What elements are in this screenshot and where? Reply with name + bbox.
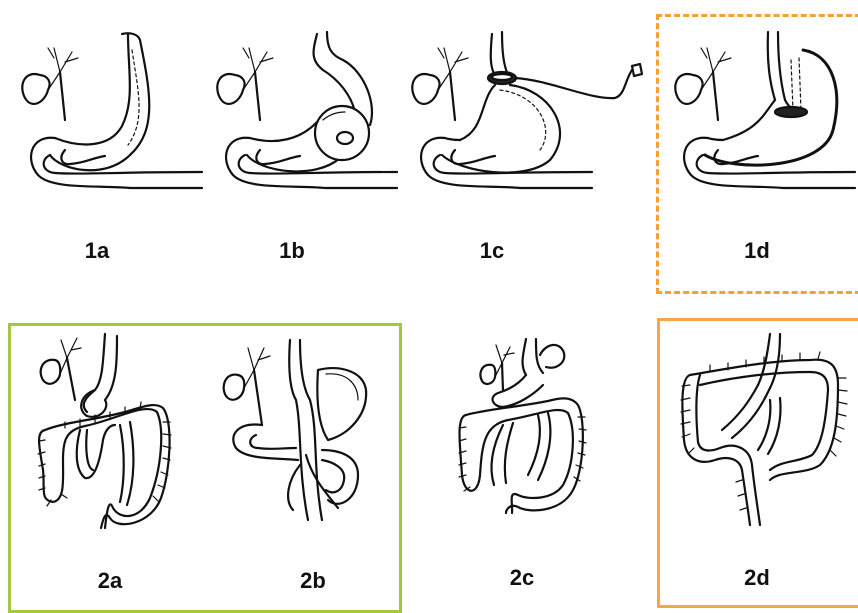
label-2c: 2c [492,565,552,591]
label-1c: 1c [462,238,522,264]
diagram-2d-colon-with-limbs [670,330,855,530]
label-1b: 1b [262,238,322,264]
diagram-2a-bypass-with-colon [25,330,175,530]
label-2b: 2b [283,568,343,594]
diagram-1a-stomach-sleeve [10,30,210,210]
label-2a: 2a [80,568,140,594]
diagram-2b-roux-en-y-bypass [218,330,398,530]
diagram-2c-biliopancreatic-diversion [448,335,598,515]
diagram-1c-gastric-band-port [400,30,650,210]
diagram-1b-stomach-balloon [205,30,405,210]
label-1a: 1a [67,238,127,264]
label-1d: 1d [727,238,787,264]
diagram-1d-vertical-banded-gastroplasty [663,30,858,210]
label-2d: 2d [727,565,787,591]
